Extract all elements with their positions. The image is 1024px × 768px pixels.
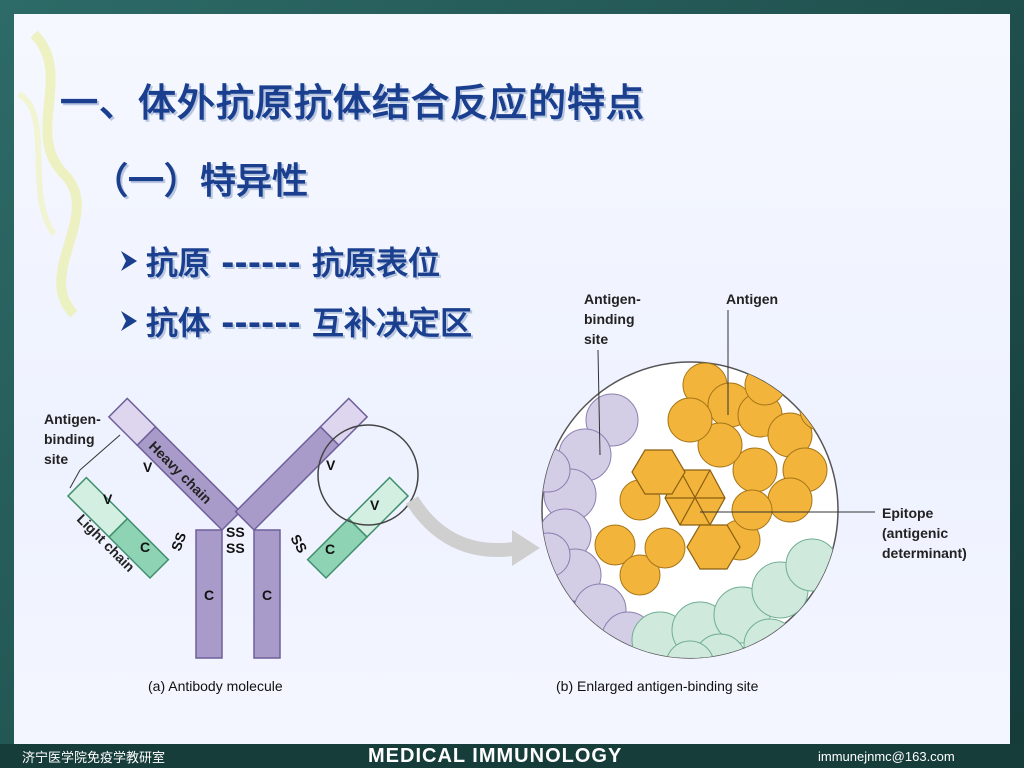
domain-c-label: C bbox=[140, 539, 150, 555]
zoom-arrowhead bbox=[512, 530, 540, 566]
antigen-binding-site-label: binding bbox=[44, 431, 95, 447]
caption-enlarged-site: (b) Enlarged antigen-binding site bbox=[556, 678, 759, 694]
domain-c-label: C bbox=[262, 587, 272, 603]
caption-antibody-molecule: (a) Antibody molecule bbox=[148, 678, 283, 694]
bullet-text: 抗体 ------ 互补决定区 bbox=[146, 304, 472, 342]
footer-bar: 济宁医学院免疫学教研室 MEDICAL IMMUNOLOGY immunejnm… bbox=[0, 744, 1024, 768]
bullet-item-antigen: 抗原 ------ 抗原表位 bbox=[118, 238, 440, 284]
bullet-text: 抗原 ------ 抗原表位 bbox=[146, 244, 440, 282]
domain-v-label: V bbox=[103, 491, 113, 507]
bullet-item-antibody: 抗体 ------ 互补决定区 bbox=[118, 298, 472, 344]
heavy-v-domain-right bbox=[319, 397, 369, 447]
antigen-binding-site-label: Antigen- bbox=[44, 411, 101, 427]
antibody-diagram: C C V V C V V C SS SS SS S bbox=[44, 291, 967, 694]
antigen-binding-site-label: site bbox=[44, 451, 68, 467]
heavy-chain-stem-right bbox=[253, 529, 281, 659]
domain-v-label: V bbox=[143, 459, 153, 475]
footer-email: immunejnmc@163.com bbox=[818, 749, 955, 764]
disulfide-label: SS bbox=[226, 524, 245, 540]
domain-c-label: C bbox=[204, 587, 214, 603]
decorative-swirl bbox=[17, 30, 82, 318]
epitope-label: (antigenic bbox=[882, 525, 948, 541]
domain-c-label: C bbox=[325, 541, 335, 557]
antigen-binding-site-label: site bbox=[584, 331, 608, 347]
arrow-bullet-icon bbox=[121, 311, 137, 331]
disulfide-label: SS bbox=[168, 530, 189, 553]
epitope-label: determinant) bbox=[882, 545, 967, 561]
antibody-molecule: C C V V C V V C SS SS SS S bbox=[44, 397, 419, 694]
antigen-label: Antigen bbox=[726, 291, 778, 307]
arrow-bullet-icon bbox=[121, 251, 137, 271]
slide-canvas bbox=[14, 14, 1010, 744]
epitope-label: Epitope bbox=[882, 505, 934, 521]
footer-department: 济宁医学院免疫学教研室 bbox=[22, 751, 166, 766]
antigen-binding-site-label: binding bbox=[584, 311, 635, 327]
heavy-chain-stem-left bbox=[195, 529, 223, 659]
footer-course-title: MEDICAL IMMUNOLOGY bbox=[368, 745, 623, 767]
heavy-v-domain-left bbox=[107, 397, 157, 447]
domain-v-label: V bbox=[326, 457, 336, 473]
light-v-domain-right bbox=[347, 476, 410, 539]
binding-site-highlight bbox=[317, 424, 419, 526]
domain-v-label: V bbox=[370, 497, 380, 513]
slide-title: 一、体外抗原抗体结合反应的特点 bbox=[60, 81, 646, 125]
antigen-binding-site-label: Antigen- bbox=[584, 291, 641, 307]
zoom-arrow bbox=[406, 496, 522, 557]
disulfide-label: SS bbox=[226, 540, 245, 556]
slide-subtitle: （一）特异性 bbox=[92, 161, 309, 202]
light-v-domain-left bbox=[66, 476, 129, 539]
